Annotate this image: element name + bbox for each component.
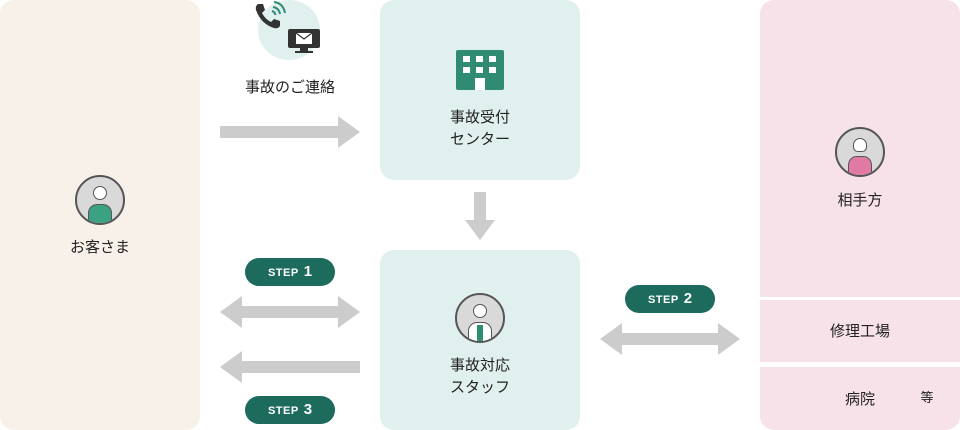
accident-center-line2: センター: [449, 130, 510, 148]
customer-avatar-icon: [75, 175, 125, 225]
arrow-right-contact: [220, 116, 360, 148]
arrow-down-handoff: [465, 192, 495, 240]
arrow-bidirectional-step2: [600, 323, 740, 355]
hospital-panel: [760, 367, 960, 430]
contact-label: 事故のご連絡: [244, 78, 335, 96]
customer-label: お客さま: [69, 238, 130, 256]
accident-center-label: 事故受付 センター: [380, 106, 580, 150]
arrow-left-step3: [220, 351, 360, 383]
repair-shop-panel: [760, 300, 960, 362]
building-icon: [456, 50, 504, 90]
accident-center-line1: 事故受付: [449, 108, 510, 126]
hospital-suffix-label: 等: [920, 391, 934, 406]
staff-avatar-icon: [455, 293, 505, 343]
computer-mail-icon: [288, 29, 320, 53]
accident-center-box: [380, 0, 580, 180]
accident-staff-line2: スタッフ: [449, 378, 510, 396]
other-party-label: 相手方: [837, 191, 883, 209]
accident-staff-line1: 事故対応: [449, 356, 510, 374]
phone-icon: [255, 1, 286, 29]
hospital-label: 病院: [844, 390, 875, 408]
repair-shop-label: 修理工場: [829, 322, 890, 340]
accident-staff-label: 事故対応 スタッフ: [380, 354, 580, 398]
arrow-bidirectional-step1: [220, 296, 360, 328]
party-avatar-icon: [835, 127, 885, 177]
